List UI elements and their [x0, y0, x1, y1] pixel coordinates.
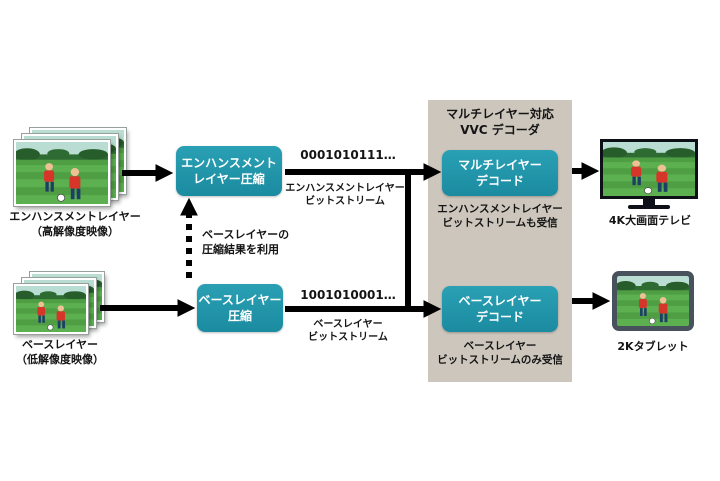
- enhancement-bitstream-bits: 0001010111…: [300, 148, 396, 162]
- soccer-photo-front: [13, 283, 89, 335]
- vvc-decoder-panel: マルチレイヤー対応 VVC デコーダ: [428, 100, 572, 382]
- vvc-decoder-title: マルチレイヤー対応 VVC デコーダ: [446, 107, 554, 137]
- soccer-photo-icon: [16, 142, 108, 204]
- base-bitstream-label: ベースレイヤー ビットストリーム: [308, 319, 388, 344]
- enhancement-source-images: [13, 127, 132, 210]
- tv-4k: [600, 139, 698, 209]
- tablet-label: 2Kタブレット: [617, 340, 689, 353]
- tv-label: 4K大画面テレビ: [608, 214, 692, 227]
- base-source-images: [13, 271, 112, 340]
- enhancement-source-label: エンハンスメントレイヤー （高解像度映像）: [9, 210, 141, 238]
- tv-stand-base: [628, 205, 670, 209]
- base-bitstream-bits: 1001010001…: [300, 288, 396, 302]
- soccer-photo-icon: [603, 142, 695, 196]
- tv-stand: [643, 199, 655, 205]
- base-source-label: ベースレイヤー （低解像度映像）: [16, 338, 104, 366]
- tablet-screen: [617, 276, 689, 326]
- base-decode-note: ベースレイヤー ビットストリームのみ受信: [437, 340, 563, 366]
- tablet-2k: [612, 271, 694, 331]
- soccer-photo-icon: [617, 276, 689, 326]
- base-decode-box: ベースレイヤー デコード: [442, 286, 558, 332]
- reuse-note: ベースレイヤーの 圧縮結果を利用: [202, 228, 290, 256]
- enhancement-compress-box: エンハンスメント レイヤー圧縮: [176, 146, 282, 196]
- soccer-photo-front: [13, 139, 111, 207]
- base-compress-box: ベースレイヤー 圧縮: [197, 284, 283, 332]
- enhancement-bitstream-label: エンハンスメントレイヤー ビットストリーム: [285, 183, 405, 208]
- soccer-photo-icon: [16, 286, 86, 332]
- multi-decode-note: エンハンスメントレイヤー ビットストリームも受信: [437, 203, 563, 229]
- multi-layer-decode-box: マルチレイヤー デコード: [442, 150, 558, 196]
- tv-screen: [600, 139, 698, 199]
